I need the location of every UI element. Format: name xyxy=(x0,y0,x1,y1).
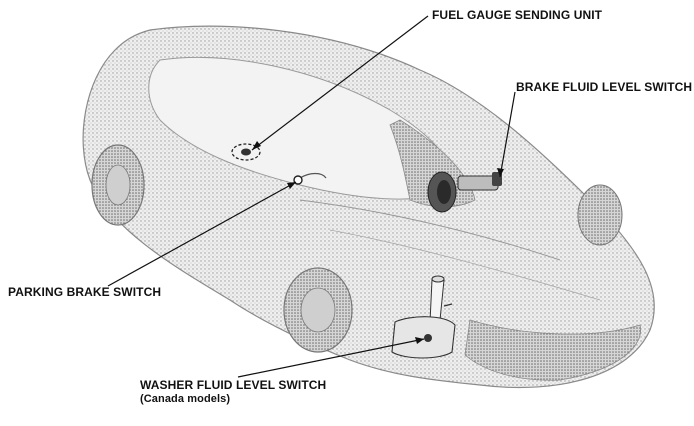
washer-filler-cap xyxy=(431,275,445,283)
hood-line-2 xyxy=(329,229,601,301)
rear-wheel-hub xyxy=(105,164,131,206)
label-fuel-gauge-sending-unit: FUEL GAUGE SENDING UNIT xyxy=(432,8,603,22)
parking-brake-lever xyxy=(299,172,327,179)
label-washer-fluid-title: WASHER FLUID LEVEL SWITCH xyxy=(140,378,327,392)
arrowhead-fuel-gauge xyxy=(252,141,261,150)
washer-hose xyxy=(443,303,453,307)
front-wheel-left-hub xyxy=(300,287,336,333)
label-parking-brake-switch: PARKING BRAKE SWITCH xyxy=(8,285,162,299)
leader-parking-brake xyxy=(107,181,297,287)
arrowhead-parking-brake xyxy=(287,182,296,189)
washer-fluid-reservoir xyxy=(391,316,456,359)
brake-booster-face xyxy=(437,180,451,204)
washer-fluid-switch xyxy=(424,334,432,342)
label-brake-fluid-level-switch: BRAKE FLUID LEVEL SWITCH xyxy=(516,80,693,94)
hood-line xyxy=(299,199,561,261)
front-bumper xyxy=(464,319,642,381)
label-washer-fluid-note: (Canada models) xyxy=(140,393,231,405)
leader-washer-fluid xyxy=(237,338,425,378)
leader-brake-fluid xyxy=(499,91,516,178)
label-washer-fluid-level-switch: WASHER FLUID LEVEL SWITCH (Canada models… xyxy=(140,378,326,405)
front-wheel-right xyxy=(577,184,623,246)
arrowhead-brake-fluid xyxy=(497,168,504,177)
arrowhead-washer-fluid xyxy=(415,337,424,344)
fuel-gauge-unit xyxy=(241,148,251,156)
leader-fuel-gauge xyxy=(251,15,429,151)
fuel-gauge-ring xyxy=(231,143,261,161)
